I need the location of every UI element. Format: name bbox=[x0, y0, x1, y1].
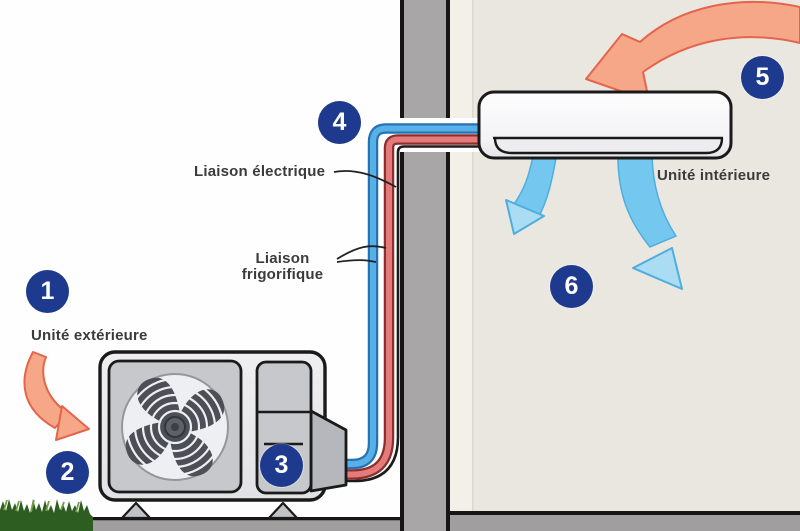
outdoor-unit-foot-right bbox=[267, 501, 299, 520]
leader-line-refrigerant-lower bbox=[336, 259, 377, 263]
hot-refrigerant-pipe bbox=[338, 136, 485, 478]
outdoor-unit-foot-left bbox=[120, 501, 152, 520]
indoor-unit-label: Unité intérieure bbox=[657, 167, 771, 184]
warm-air-entry-arrow-icon bbox=[23, 351, 90, 441]
cool-air-arrow-icon-left bbox=[505, 155, 557, 235]
refrigerant-link-line1: Liaison bbox=[255, 250, 310, 267]
interior-wall bbox=[400, 0, 450, 531]
grass-blades bbox=[0, 499, 93, 531]
room-wall-highlight bbox=[450, 0, 472, 514]
indoor-unit-vent-fill bbox=[495, 138, 723, 153]
step-badge-3: 3 bbox=[260, 444, 303, 487]
step-badge-1: 1 bbox=[26, 270, 69, 313]
cool-air-right-head bbox=[632, 247, 683, 290]
fan-icon bbox=[121, 373, 229, 481]
outdoor-unit bbox=[98, 350, 348, 520]
electrical-cable-line bbox=[340, 145, 485, 483]
warm-air-arrow-icon bbox=[585, 0, 800, 102]
grass-highlights bbox=[3, 499, 80, 513]
wall-fill bbox=[404, 0, 446, 531]
ground bbox=[86, 517, 400, 531]
leader-line-refrigerant-upper bbox=[336, 245, 387, 260]
pipe-bundle bbox=[338, 118, 485, 487]
electrical-link-label: Liaison électrique bbox=[194, 163, 326, 180]
step-badge-5: 5 bbox=[741, 56, 784, 99]
fan-blades bbox=[125, 377, 225, 477]
ground-fill bbox=[86, 520, 400, 531]
refrigerant-link-label: Liaison frigorifique bbox=[230, 251, 335, 283]
cold-refrigerant-pipe bbox=[338, 125, 485, 467]
step-badge-4: 4 bbox=[318, 101, 361, 144]
room-floor bbox=[450, 515, 800, 531]
outdoor-unit-label: Unité extérieure bbox=[31, 327, 148, 344]
room-floor-line bbox=[450, 511, 800, 515]
room-wall-seam bbox=[472, 0, 474, 514]
ground-line bbox=[86, 517, 400, 521]
cool-air-left-head bbox=[505, 199, 545, 235]
cool-air-arrow-icon-right bbox=[617, 150, 683, 290]
cool-air-right-band bbox=[617, 150, 678, 248]
refrigerant-link-line2: frigorifique bbox=[241, 266, 324, 283]
indoor-unit bbox=[477, 90, 733, 160]
step-badge-2: 2 bbox=[46, 451, 89, 494]
leader-line-electrical bbox=[333, 170, 397, 188]
warm-air-entry-head bbox=[55, 405, 90, 441]
grass bbox=[0, 499, 93, 531]
step-badge-6: 6 bbox=[550, 265, 593, 308]
side-duct bbox=[309, 409, 348, 493]
indoor-unit-vent-lip bbox=[493, 137, 724, 155]
